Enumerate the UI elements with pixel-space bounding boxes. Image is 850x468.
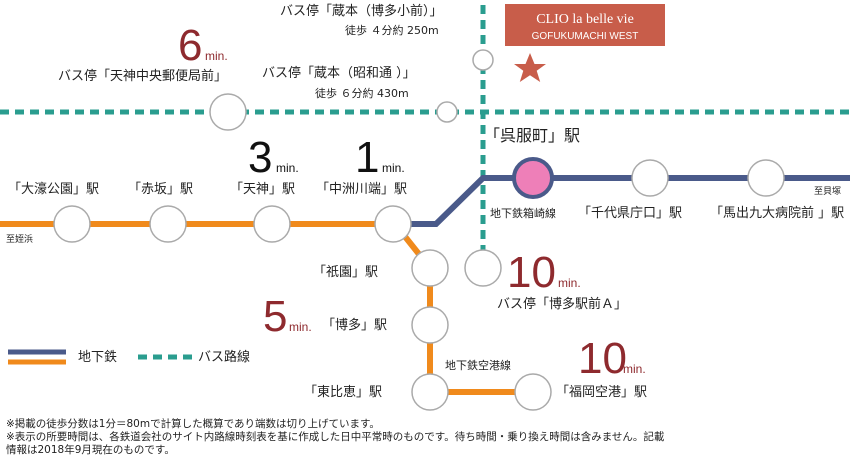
station-tenjin	[253, 205, 291, 243]
station-gofukumachi	[512, 157, 554, 199]
bus-stop-tenjin-post-unit: min.	[205, 49, 228, 63]
station-hakata-label: 「博多」駅	[322, 317, 387, 333]
bus-stop-hakata-eki-unit: min.	[558, 276, 581, 290]
note-line-1: ※掲載の徒歩分数は1分＝80mで計算した概算であり端数は切り上げています。	[6, 418, 380, 430]
bus-stop-kuramoto-showa-walk: 徒歩 ６分約 430m	[315, 86, 409, 100]
bus-stop-hakata-eki	[464, 249, 502, 287]
station-chiyo	[631, 159, 669, 197]
time-airport-unit: min.	[623, 362, 646, 376]
airport-line-label: 地下鉄空港線	[445, 358, 511, 372]
station-higashihie	[411, 373, 449, 411]
station-nakasu-label: 「中洲川端」駅	[316, 182, 407, 197]
station-gion	[411, 249, 449, 287]
time-hakata-unit: min.	[289, 320, 312, 334]
note-line-3: 情報は2018年9月現在のものです。	[6, 444, 175, 456]
station-akasaka-label: 「赤坂」駅	[128, 182, 193, 197]
legend-bus-label: バス路線	[198, 349, 250, 365]
station-maidashi	[747, 159, 785, 197]
bus-stop-tenjin-post-label: バス停「天神中央郵便局前」	[58, 68, 227, 84]
bus-stop-hakata-eki-label: バス停「博多駅前Ａ」	[497, 296, 627, 312]
property-star-icon	[514, 53, 546, 82]
bus-stop-kuramoto-hakata	[472, 49, 494, 71]
property-subname: GOFUKUMACHI WEST	[532, 31, 639, 42]
bus-stop-hakata-eki-time: 10	[507, 248, 556, 297]
station-akasaka	[149, 205, 187, 243]
bus-stop-tenjin-post-time: 6	[178, 21, 202, 70]
station-ohori-label: 「大濠公園」駅	[8, 181, 99, 197]
bus-stop-kuramoto-showa	[436, 101, 458, 123]
station-gofukumachi-label: 「呉服町」駅	[484, 126, 580, 145]
to-meinohama-label: 至姪浜	[6, 233, 33, 245]
station-nakasu	[374, 205, 412, 243]
station-higashihie-label: 「東比恵」駅	[304, 384, 382, 400]
station-maidashi-label: 「馬出九大病院前 」駅	[710, 205, 844, 221]
time-tenjin: 3	[248, 133, 272, 182]
station-chiyo-label: 「千代県庁口」駅	[578, 206, 682, 221]
bus-stop-kuramoto-hakata-walk: 徒歩 ４分約 250m	[345, 23, 439, 37]
station-gion-label: 「祇園」駅	[313, 265, 378, 280]
time-airport: 10	[578, 334, 627, 383]
station-airport-label: 「福岡空港」駅	[556, 385, 647, 400]
legend-subway-label: 地下鉄	[78, 350, 117, 365]
bus-stop-tenjin-post	[209, 93, 247, 131]
property-name: CLIO la belle vie	[536, 12, 634, 27]
time-tenjin-unit: min.	[276, 161, 299, 175]
hakozaki-line-label: 地下鉄箱崎線	[490, 206, 556, 220]
bus-stop-kuramoto-hakata-label: バス停「蔵本（博多小前）」	[280, 3, 443, 19]
station-ohori	[53, 205, 91, 243]
station-hakata	[411, 306, 449, 344]
station-tenjin-label: 「天神」駅	[230, 182, 295, 197]
note-line-2: ※表示の所要時間は、各鉄道会社のサイト内路線時刻表を基に作成した日中平常時のもの…	[6, 431, 665, 443]
bus-stop-kuramoto-showa-label: バス停「蔵本（昭和通 ）」	[262, 65, 416, 81]
station-airport	[514, 373, 552, 411]
to-kaizuka-label: 至貝塚	[814, 186, 841, 197]
time-nakasu-unit: min.	[382, 161, 405, 175]
time-hakata: 5	[263, 292, 287, 341]
time-nakasu: 1	[355, 133, 379, 182]
property-box	[505, 4, 665, 46]
